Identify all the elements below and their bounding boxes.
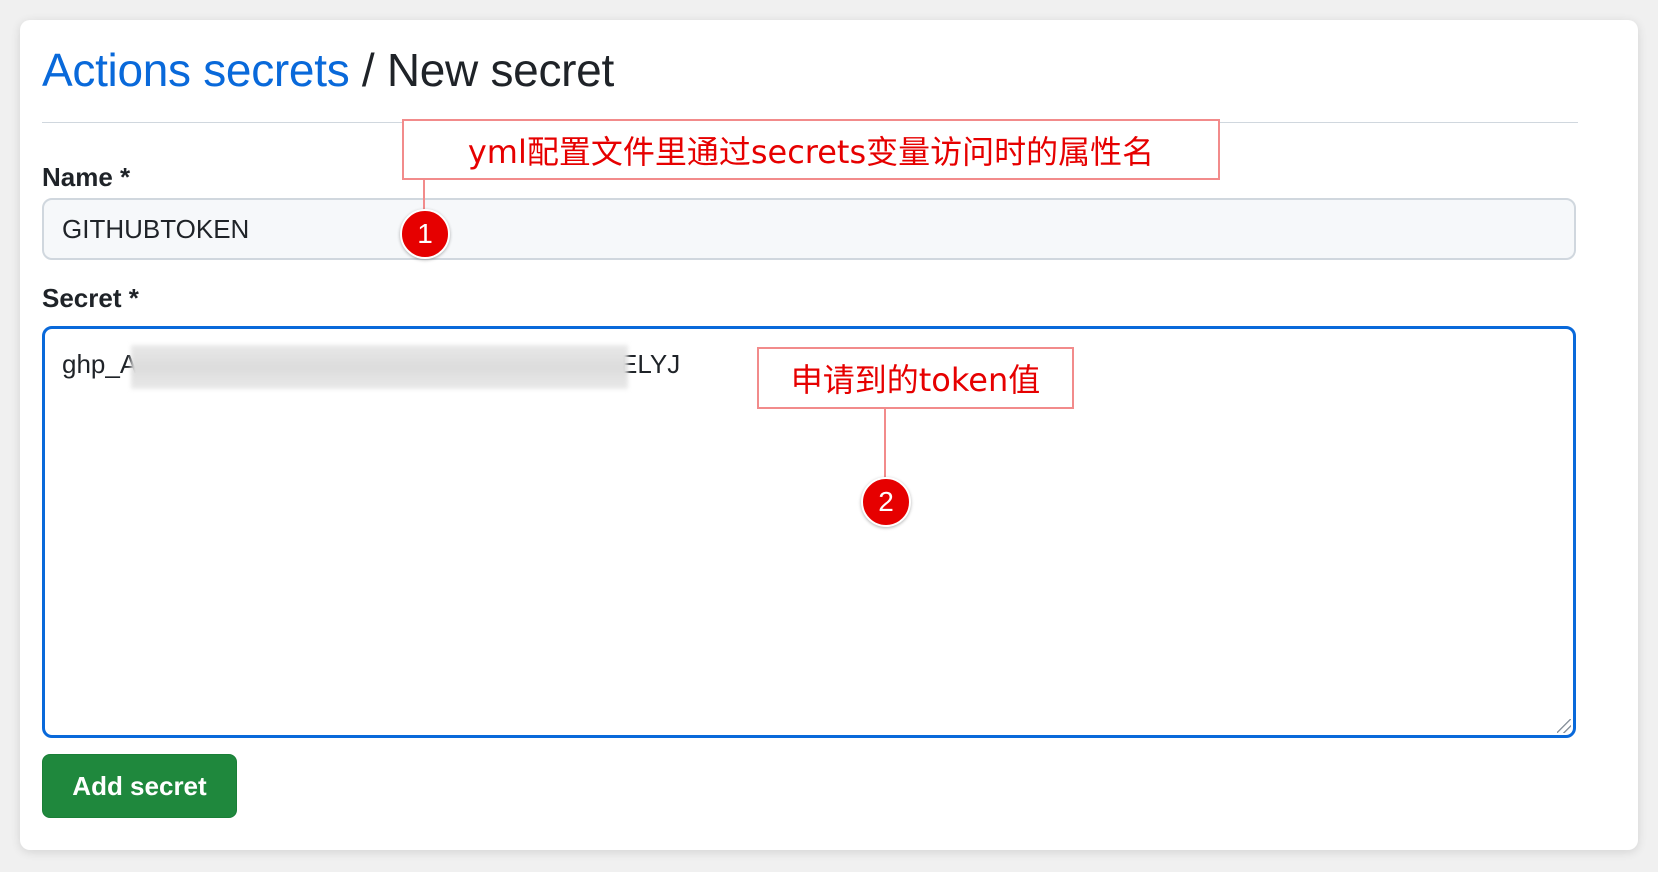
name-input[interactable]: [42, 198, 1576, 260]
breadcrumb-separator: /: [349, 44, 387, 96]
redaction-blur: [131, 345, 628, 389]
annotation-leader-line-1: [423, 180, 425, 222]
annotation-callout-2: 申请到的token值: [757, 347, 1074, 409]
secret-label: Secret *: [42, 283, 139, 313]
breadcrumb-current-page: New secret: [386, 44, 614, 96]
annotation-marker-1: 1: [400, 209, 450, 259]
annotation-marker-2: 2: [861, 477, 911, 527]
name-label: Name *: [42, 162, 131, 192]
annotation-leader-line-2: [884, 409, 886, 483]
add-secret-button[interactable]: Add secret: [42, 754, 237, 818]
secret-value-end: ELYJ: [620, 349, 681, 379]
annotation-callout-1: yml配置文件里通过secrets变量访问时的属性名: [402, 119, 1220, 180]
page-title: Actions secrets / New secret: [42, 42, 614, 98]
breadcrumb-actions-secrets-link[interactable]: Actions secrets: [42, 44, 350, 96]
secret-value-start: ghp_A: [62, 349, 138, 379]
resize-handle-icon[interactable]: [1557, 719, 1571, 733]
